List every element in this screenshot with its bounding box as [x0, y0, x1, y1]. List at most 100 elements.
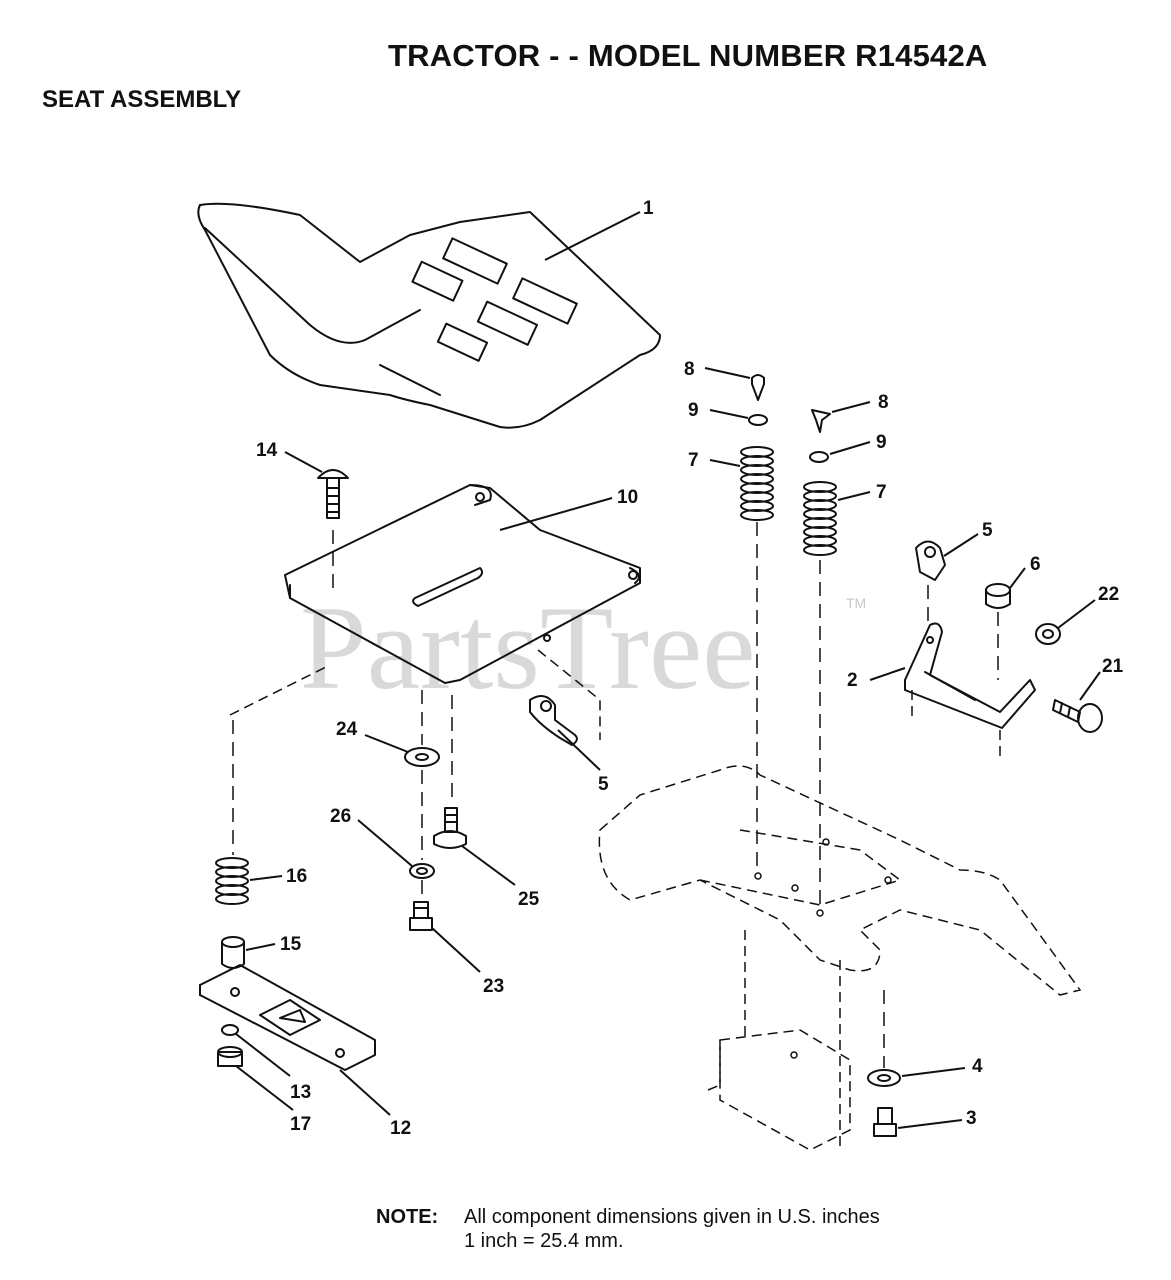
- part-label-2: 2: [847, 670, 858, 691]
- frame-base: [719, 1029, 851, 1151]
- part-label-24: 24: [336, 719, 358, 740]
- frame-foot: [707, 1040, 721, 1091]
- flat-washer-4: [867, 1069, 901, 1087]
- leader-14: [284, 451, 323, 473]
- spacer: [221, 936, 245, 969]
- knob: [1035, 623, 1061, 645]
- part-label-12: 12: [390, 1118, 411, 1139]
- leader-9-left: [709, 409, 749, 419]
- part-label-13: 13: [290, 1082, 311, 1103]
- leader-9-right: [829, 441, 871, 455]
- part-label-9-right: 9: [876, 432, 887, 453]
- part-label-26: 26: [330, 806, 351, 827]
- part-label-5-right: 5: [982, 520, 993, 541]
- leader-10: [499, 497, 613, 531]
- leader-17: [235, 1065, 294, 1111]
- part-label-14: 14: [256, 440, 278, 461]
- seat-pan: [284, 484, 641, 684]
- leader-25: [461, 845, 516, 886]
- part-label-22: 22: [1098, 584, 1119, 605]
- part-label-17: 17: [290, 1114, 311, 1135]
- note-conversion: 1 inch = 25.4 mm.: [464, 1230, 624, 1252]
- leader-2: [869, 667, 906, 681]
- seat: [197, 202, 661, 429]
- frame-hole: [884, 876, 892, 884]
- leader-4: [901, 1067, 966, 1077]
- leader-1: [544, 211, 641, 261]
- seat-bracket: [904, 622, 1036, 729]
- pin-left: [751, 374, 765, 401]
- part-label-1: 1: [643, 198, 654, 219]
- nut-13: [221, 1024, 239, 1036]
- note-text: All component dimensions given in U.S. i…: [464, 1206, 880, 1228]
- part-label-7-left: 7: [688, 450, 699, 471]
- frame-column: [744, 930, 841, 1150]
- part-label-8-right: 8: [878, 392, 889, 413]
- part-label-23: 23: [483, 976, 504, 997]
- leader-16: [249, 875, 283, 881]
- shoulder-bolt: [433, 807, 467, 849]
- page-title: TRACTOR - - MODEL NUMBER R14542A: [388, 38, 988, 73]
- leader-6: [1009, 567, 1026, 589]
- nut-6: [985, 583, 1011, 609]
- lock-washer-hole: [416, 867, 428, 875]
- part-label-5-left: 5: [598, 774, 609, 795]
- spring-7-left: [740, 446, 774, 521]
- leader-5-right: [943, 533, 979, 557]
- clip-right: [915, 540, 946, 581]
- part-label-16: 16: [286, 866, 307, 887]
- washer-9-left: [748, 414, 768, 426]
- part-label-21: 21: [1102, 656, 1124, 677]
- leader-13: [235, 1033, 291, 1077]
- part-label-8-left: 8: [684, 359, 695, 380]
- bracket-outline: [911, 690, 1001, 760]
- part-label-10: 10: [617, 487, 638, 508]
- pin-right: [811, 409, 831, 433]
- hex-bolt-23: [409, 901, 433, 931]
- carriage-bolt: [317, 469, 349, 519]
- part-label-4: 4: [972, 1056, 983, 1077]
- leader-21: [1079, 671, 1101, 701]
- flat-washer-24-hole: [415, 753, 429, 761]
- spring-7-right: [803, 481, 837, 556]
- frame-hole: [822, 838, 830, 846]
- seat-pan-dash: [229, 664, 331, 716]
- leader-7-left: [709, 459, 741, 467]
- part-label-25: 25: [518, 889, 540, 910]
- leader-5-left: [557, 729, 601, 771]
- part-label-9-left: 9: [688, 400, 699, 421]
- flat-washer-4-hole: [877, 1074, 891, 1082]
- leader-8-right: [831, 401, 871, 413]
- leader-26: [357, 819, 413, 867]
- bracket-plate: [199, 964, 376, 1071]
- part-label-6: 6: [1030, 554, 1041, 575]
- watermark-trademark: TM: [846, 595, 866, 611]
- lock-washer: [409, 863, 435, 879]
- leader-23: [431, 927, 481, 973]
- spring-16: [215, 857, 249, 905]
- leader-8-left: [704, 367, 751, 379]
- clip-left: [529, 695, 578, 746]
- frame-hole: [791, 884, 799, 892]
- frame-hole: [754, 872, 762, 880]
- nut-17: [217, 1046, 243, 1067]
- frame-hole: [816, 909, 824, 917]
- note-label: NOTE:: [376, 1206, 439, 1228]
- bolt-3: [873, 1107, 897, 1137]
- part-label-3: 3: [966, 1108, 977, 1129]
- part-label-7-right: 7: [876, 482, 887, 503]
- flat-washer-24: [404, 747, 440, 767]
- leader-24: [364, 734, 409, 753]
- leader-15: [245, 943, 276, 951]
- frame-outline: [598, 765, 1082, 996]
- frame-top-plate: [699, 829, 902, 906]
- section-title: SEAT ASSEMBLY: [42, 86, 242, 113]
- frame-hole: [790, 1051, 798, 1059]
- leader-3: [897, 1119, 963, 1129]
- leader-7-right: [837, 491, 871, 501]
- leader-22: [1057, 599, 1096, 629]
- washer-9-right: [809, 451, 829, 463]
- leader-12: [339, 1069, 391, 1116]
- bolt-21: [1052, 699, 1103, 733]
